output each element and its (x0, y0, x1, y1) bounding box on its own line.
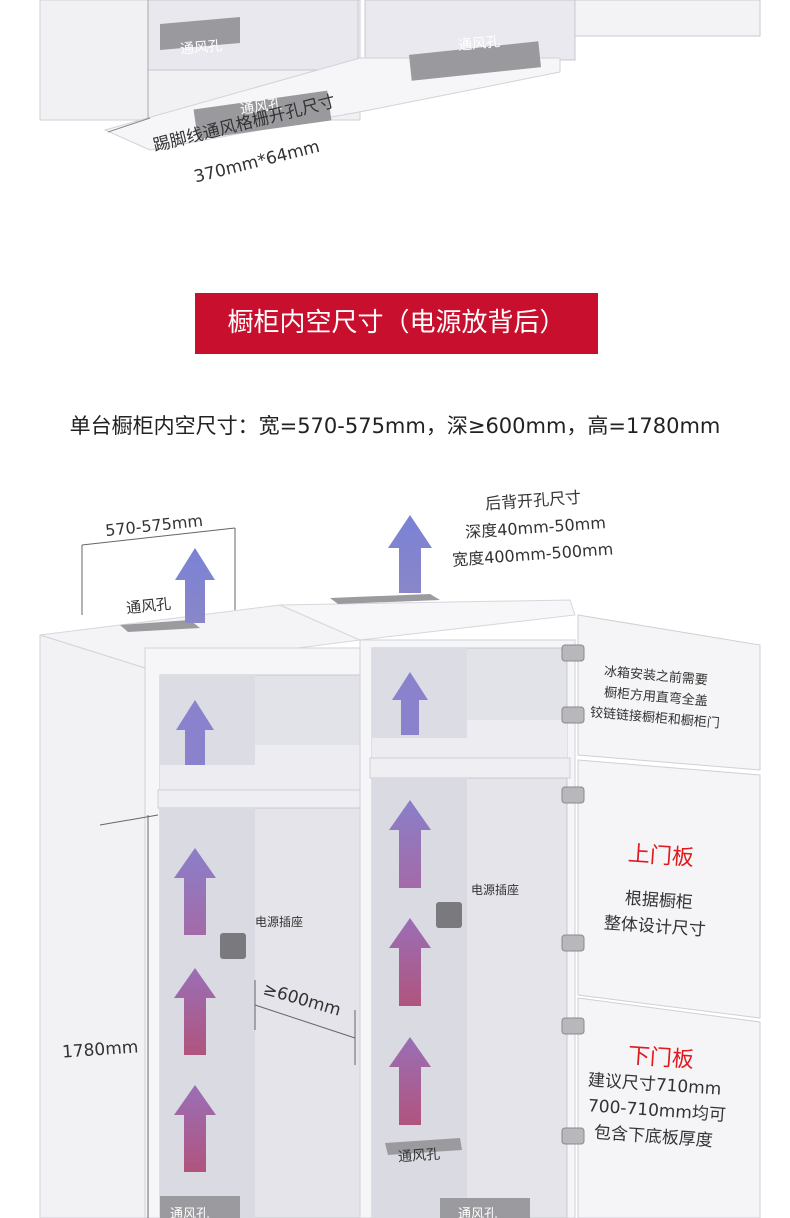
socket-label-left: 电源插座 (255, 915, 304, 929)
section-banner: 橱柜内空尺寸（电源放背后） (195, 293, 598, 354)
socket-label-right: 电源插座 (471, 883, 520, 897)
vent-label-bottom-right: 通风孔 (397, 1146, 441, 1166)
upper-door-line1: 根据橱柜 (624, 888, 694, 914)
upper-door-title: 上门板 (627, 841, 695, 872)
vent-label-bottom-right-2: 通风孔 (458, 1207, 498, 1218)
dimensions-summary: 单台橱柜内空尺寸：宽=570-575mm，深≥600mm，高=1780mm (69, 414, 721, 438)
vent-label-bottom-left: 通风孔 (170, 1207, 210, 1218)
top-cabinet-drawing (39, 0, 761, 151)
